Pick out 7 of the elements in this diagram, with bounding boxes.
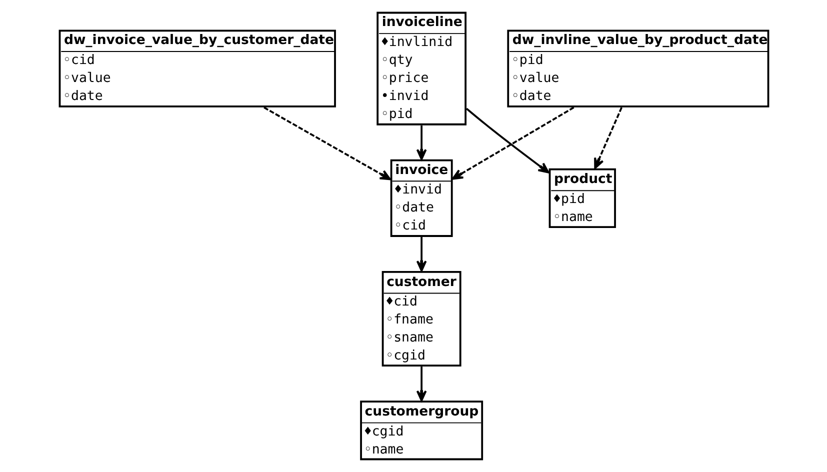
arrow <box>465 108 549 174</box>
arrow <box>416 126 426 160</box>
arrow <box>594 107 622 170</box>
arrow <box>451 106 574 180</box>
arrow <box>416 237 426 272</box>
arrow <box>416 366 426 402</box>
arrow <box>263 106 390 180</box>
